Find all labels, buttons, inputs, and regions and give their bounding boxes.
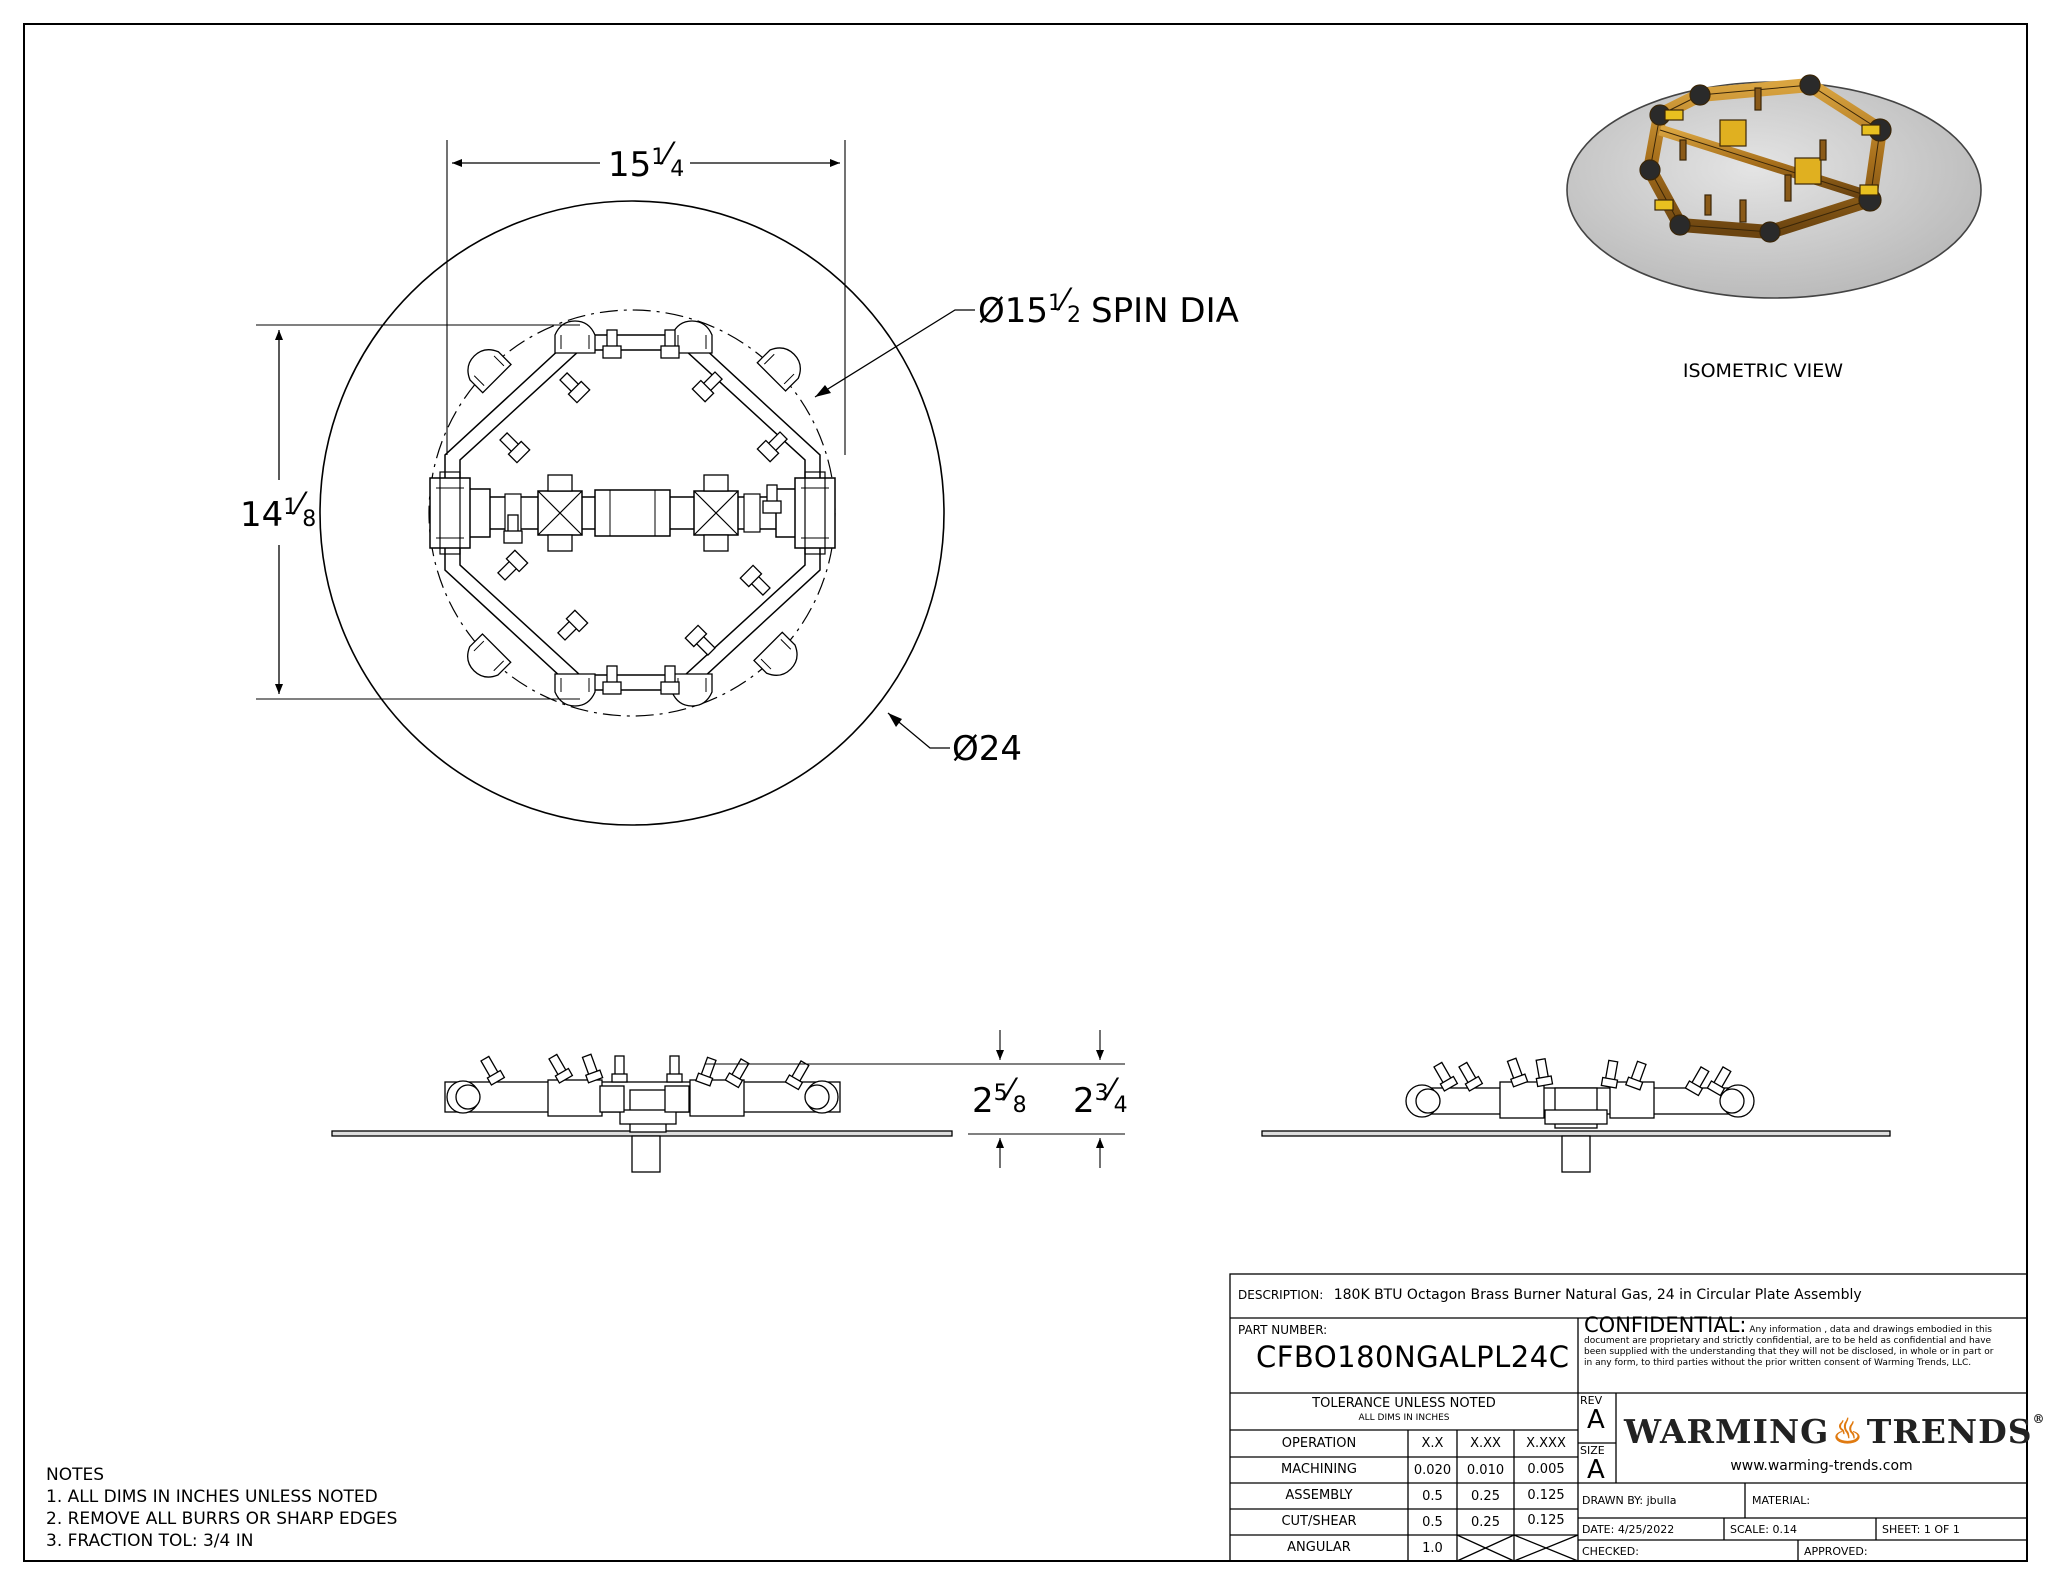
tol-cell: 0.125 xyxy=(1527,1488,1565,1503)
tol-row-label: MACHINING xyxy=(1281,1462,1357,1477)
logo-word-1: WARMING xyxy=(1624,1412,1830,1451)
company-website: www.warming-trends.com xyxy=(1730,1458,1913,1474)
description-label: DESCRIPTION: xyxy=(1238,1288,1324,1302)
rev-label: REV xyxy=(1580,1394,1603,1407)
tol-cell: 0.020 xyxy=(1413,1463,1452,1478)
drawing-scale: SCALE: 0.14 xyxy=(1730,1523,1797,1536)
iso-view-label: ISOMETRIC VIEW xyxy=(1683,360,1843,382)
tol-header-operation: OPERATION xyxy=(1281,1436,1357,1451)
note-item: 1. ALL DIMS IN INCHES UNLESS NOTED xyxy=(46,1487,378,1507)
notes-title: NOTES xyxy=(46,1465,105,1485)
title-block-grid xyxy=(1229,1273,2028,1562)
height-dimension: 141⁄8 xyxy=(240,487,316,535)
confidential-line: in any form, to third parties without th… xyxy=(1584,1358,1972,1368)
confidential-lead: Any information , data and drawings embo… xyxy=(1749,1325,1992,1335)
side-view-left xyxy=(331,1053,953,1173)
logo-registered: ® xyxy=(2032,1412,2046,1426)
sheet-border xyxy=(23,23,2028,1562)
tol-row-label: CUT/SHEAR xyxy=(1281,1514,1357,1529)
company-logo: WARMING♨TRENDS® xyxy=(1624,1412,2046,1452)
logo-word-2: TRENDS xyxy=(1866,1412,2033,1451)
tol-cell: 0.25 xyxy=(1471,1489,1500,1504)
part-number-label: PART NUMBER: xyxy=(1238,1323,1328,1337)
side-height-dim-b: 23⁄4 xyxy=(1073,1073,1128,1121)
plate-dia-callout: Ø24 xyxy=(952,729,1022,769)
iso-plate xyxy=(1566,81,1982,299)
confidential-line: been supplied with the understanding tha… xyxy=(1584,1347,1994,1357)
tol-cell: 0.5 xyxy=(1422,1515,1443,1530)
confidential-title: CONFIDENTIAL: xyxy=(1584,1313,1747,1337)
notes-block: NOTES 1. ALL DIMS IN INCHES UNLESS NOTED… xyxy=(46,1464,397,1552)
tol-cell: 0.5 xyxy=(1422,1489,1443,1504)
tol-cell: 0.125 xyxy=(1527,1513,1565,1528)
tol-cell: 0.010 xyxy=(1466,1463,1505,1478)
isometric-view: ISOMETRIC VIEW xyxy=(1566,74,1982,382)
confidential-line: document are proprietary and strictly co… xyxy=(1584,1336,1992,1346)
side-view-right xyxy=(1261,1057,1891,1173)
checked: CHECKED: xyxy=(1582,1545,1639,1558)
approved: APPROVED: xyxy=(1804,1545,1868,1558)
size-label: SIZE xyxy=(1580,1444,1605,1457)
material: MATERIAL: xyxy=(1752,1494,1811,1507)
tol-cell: 0.25 xyxy=(1471,1515,1500,1530)
tol-row-label: ANGULAR xyxy=(1287,1540,1351,1555)
rev-value: A xyxy=(1587,1405,1605,1435)
flame-icon: ♨ xyxy=(1832,1412,1864,1452)
tolerance-title: TOLERANCE UNLESS NOTED xyxy=(1312,1396,1496,1411)
end-connector-right xyxy=(794,471,836,555)
width-dimension: 151⁄4 xyxy=(608,137,684,185)
tol-cell: 0.005 xyxy=(1527,1462,1565,1477)
tol-header-xxxx: X.XXX xyxy=(1526,1436,1566,1451)
description-text: 180K BTU Octagon Brass Burner Natural Ga… xyxy=(1333,1287,1862,1303)
iso-burner xyxy=(1639,74,1892,243)
tol-row-label: ASSEMBLY xyxy=(1285,1488,1353,1503)
tolerance-subtitle: ALL DIMS IN INCHES xyxy=(1358,1413,1450,1423)
size-value: A xyxy=(1587,1455,1605,1485)
note-item: 3. FRACTION TOL: 3/4 IN xyxy=(46,1531,254,1551)
tol-header-xx: X.X xyxy=(1421,1436,1444,1451)
drawing-date: DATE: 4/25/2022 xyxy=(1582,1523,1675,1536)
side-height-dim-a: 25⁄8 xyxy=(972,1073,1027,1121)
tol-cell: 1.0 xyxy=(1422,1541,1443,1556)
tol-header-xxx: X.XX xyxy=(1470,1436,1501,1451)
sheet-number: SHEET: 1 OF 1 xyxy=(1882,1523,1960,1536)
note-item: 2. REMOVE ALL BURRS OR SHARP EDGES xyxy=(46,1509,398,1529)
description-row: DESCRIPTION: 180K BTU Octagon Brass Burn… xyxy=(1238,1287,1862,1303)
part-number: CFBO180NGALPL24C xyxy=(1256,1340,1570,1374)
end-connector-left xyxy=(429,471,471,555)
confidential-block: CONFIDENTIAL: Any information , data and… xyxy=(1584,1315,1994,1369)
plate-outline xyxy=(319,200,945,826)
drawn-by: DRAWN BY: jbulla xyxy=(1582,1494,1677,1507)
